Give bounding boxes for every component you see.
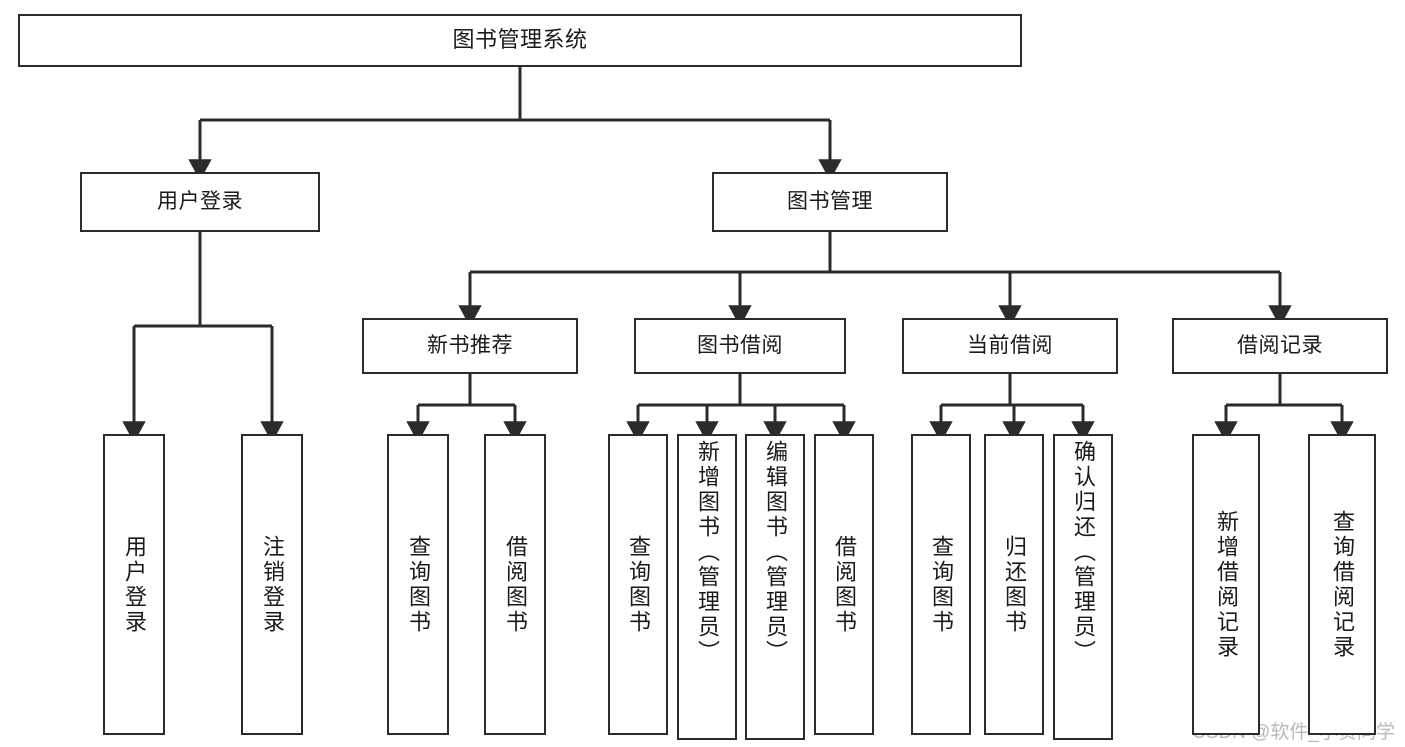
node-leaf-confirm-return[interactable]: 确认归还（管理员） [1053,434,1113,740]
node-label: 编辑图书（管理员） [763,440,788,665]
node-label: 借阅图书 [832,534,857,635]
node-current-borrow[interactable]: 当前借阅 [902,318,1118,374]
node-label: 借阅记录 [1237,334,1323,358]
node-label: 图书管理 [787,190,873,214]
node-leaf-add-book[interactable]: 新增图书（管理员） [677,434,737,740]
node-label: 用户登录 [157,190,243,214]
node-leaf-query-record[interactable]: 查询借阅记录 [1308,434,1376,735]
node-label: 查询图书 [406,534,431,635]
node-label: 当前借阅 [967,334,1053,358]
node-leaf-edit-book[interactable]: 编辑图书（管理员） [745,434,805,740]
node-new-book-recommend[interactable]: 新书推荐 [362,318,578,374]
node-user-login[interactable]: 用户登录 [80,172,320,232]
node-label: 注销登录 [260,534,285,635]
node-label: 新书推荐 [427,334,513,358]
node-leaf-add-record[interactable]: 新增借阅记录 [1192,434,1260,735]
node-label: 用户登录 [122,534,147,635]
node-label: 查询图书 [626,534,651,635]
node-leaf-borrow-book[interactable]: 借阅图书 [814,434,874,735]
node-root[interactable]: 图书管理系统 [18,14,1022,67]
node-leaf-user-login[interactable]: 用户登录 [103,434,165,735]
node-label: 新增借阅记录 [1214,509,1239,660]
node-label: 图书管理系统 [452,27,588,53]
node-leaf-borrow-book-new[interactable]: 借阅图书 [484,434,546,735]
node-leaf-return-book[interactable]: 归还图书 [984,434,1044,735]
node-leaf-query-book-borrow[interactable]: 查询图书 [608,434,668,735]
node-leaf-user-logout[interactable]: 注销登录 [241,434,303,735]
node-book-borrow[interactable]: 图书借阅 [634,318,846,374]
node-label: 借阅图书 [503,534,528,635]
node-label: 查询图书 [929,534,954,635]
node-leaf-query-book-current[interactable]: 查询图书 [911,434,971,735]
node-label: 新增图书（管理员） [695,440,720,665]
node-label: 归还图书 [1002,534,1027,635]
node-leaf-query-book-new[interactable]: 查询图书 [387,434,449,735]
node-label: 确认归还（管理员） [1071,440,1096,665]
node-borrow-records[interactable]: 借阅记录 [1172,318,1388,374]
node-label: 图书借阅 [697,334,783,358]
node-book-management[interactable]: 图书管理 [712,172,948,232]
node-label: 查询借阅记录 [1330,509,1355,660]
